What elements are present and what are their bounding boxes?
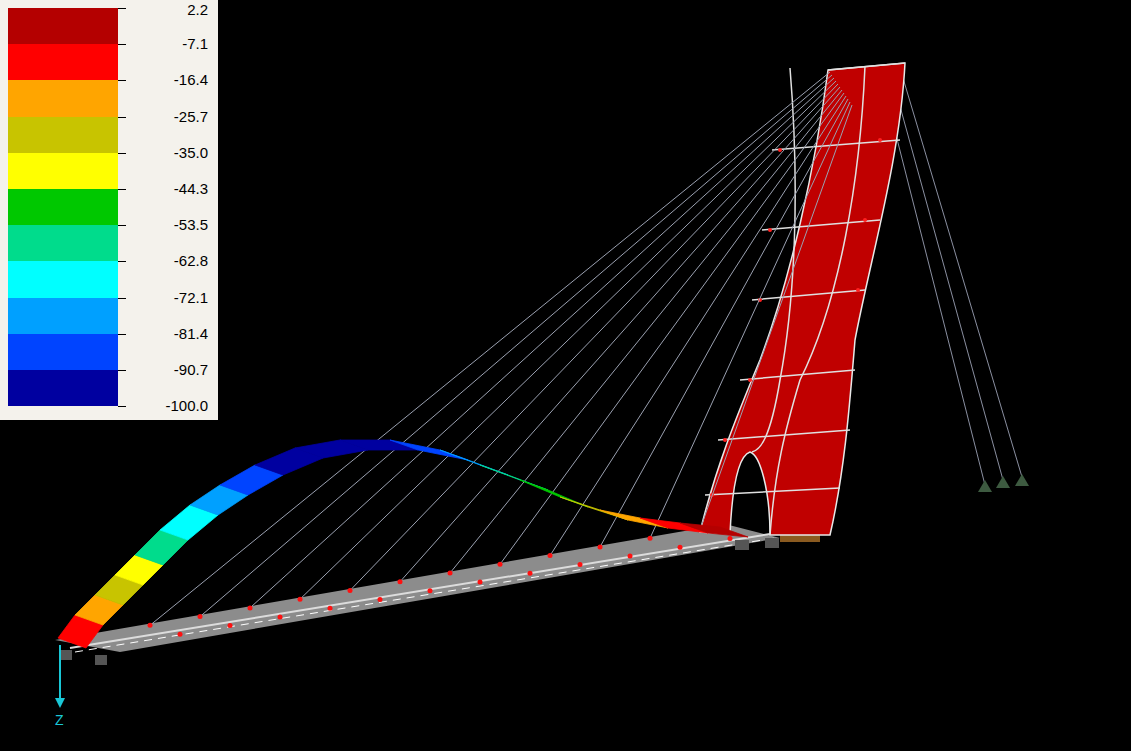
legend-value: -35.0: [174, 144, 208, 162]
legend-value: -81.4: [174, 325, 208, 343]
legend-swatch: [8, 261, 118, 297]
legend-value: -100.0: [165, 397, 208, 415]
legend-value: -25.7: [174, 108, 208, 126]
axis-label: Z: [55, 712, 64, 728]
legend-tick: [118, 153, 126, 154]
deformed-deck: [390, 440, 468, 460]
legend-tick: [118, 225, 126, 226]
legend-value: -7.1: [182, 35, 208, 53]
legend-tick: [118, 8, 126, 9]
legend-swatch: [8, 80, 118, 116]
deformed-deck: [600, 510, 668, 528]
legend-swatch: [8, 225, 118, 261]
legend-value: -53.5: [174, 216, 208, 234]
deformed-deck: [680, 523, 748, 537]
legend-tick: [118, 80, 126, 81]
legend-value: -44.3: [174, 180, 208, 198]
legend-panel: 2.2 -7.1 -16.4 -25.7 -35.0 -44.3 -53.5 -62.8 -72…: [0, 0, 218, 420]
legend-swatch: [8, 298, 118, 334]
legend-tick: [118, 44, 126, 45]
legend-tick: [118, 261, 126, 262]
legend-value: 2.2: [187, 1, 208, 19]
legend-swatch: [8, 117, 118, 153]
legend-value: -62.8: [174, 252, 208, 270]
legend-tick: [118, 189, 126, 190]
legend-swatch: [8, 370, 118, 406]
legend-tick: [118, 298, 126, 299]
legend-swatch: [8, 334, 118, 370]
legend-swatch: [8, 44, 118, 80]
legend-swatch: [8, 153, 118, 189]
legend-value: -72.1: [174, 289, 208, 307]
legend-value: -16.4: [174, 71, 208, 89]
legend-tick: [118, 334, 126, 335]
legend-tick: [118, 117, 126, 118]
legend-swatch: [8, 8, 118, 44]
legend-tick: [118, 406, 126, 407]
legend-value: -90.7: [174, 361, 208, 379]
legend-tick: [118, 370, 126, 371]
legend-swatch: [8, 189, 118, 225]
